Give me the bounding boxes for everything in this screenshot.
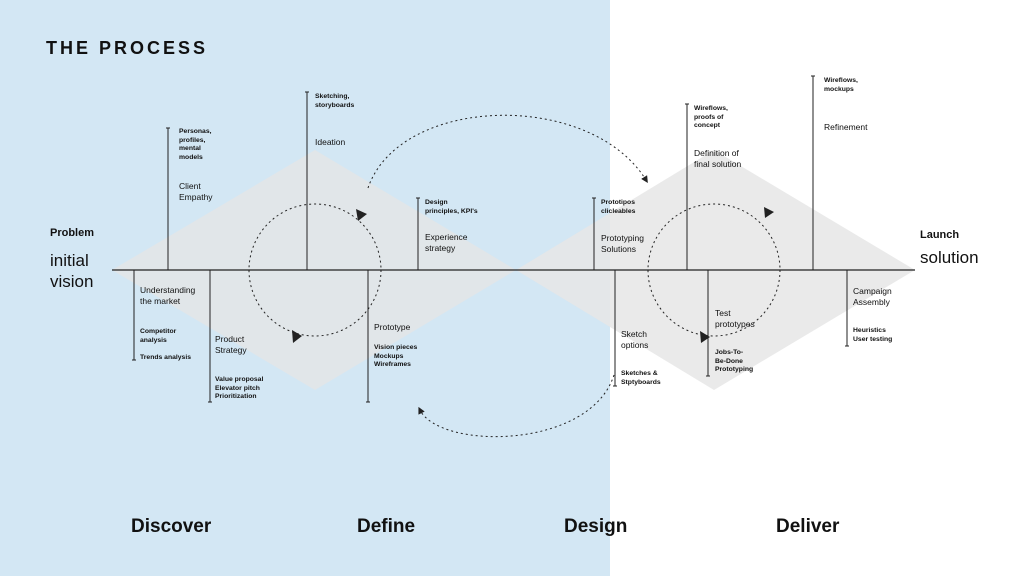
step-details: Jobs-To- Be-Done Prototyping bbox=[715, 349, 754, 373]
deliver-loop bbox=[647, 203, 781, 337]
deliver-loop-arrow-bottom bbox=[700, 331, 710, 343]
big-loop-arc-top bbox=[367, 114, 648, 189]
phase-discover: Discover bbox=[131, 516, 212, 537]
define-loop bbox=[248, 203, 382, 337]
phase-define: Define bbox=[357, 516, 416, 537]
step-label: Prototyping Solutions bbox=[601, 233, 644, 254]
phase-design: Design bbox=[564, 516, 628, 537]
step-label: Sketch options bbox=[621, 329, 649, 350]
start-label: initial vision bbox=[50, 251, 94, 291]
step-details: Heuristics User testing bbox=[853, 327, 893, 343]
step-details: Sketching, storyboards bbox=[315, 93, 355, 109]
step-label: Product Strategy bbox=[215, 334, 247, 355]
step-label: Client Empathy bbox=[179, 181, 213, 202]
step-label: Prototype bbox=[374, 322, 411, 332]
deliver-loop-arrow-top bbox=[764, 207, 774, 218]
step-label: Ideation bbox=[315, 137, 346, 147]
end-heading: Launch bbox=[920, 229, 960, 241]
step-label: Understanding the market bbox=[140, 285, 196, 306]
step-details: Prototipos clicleables bbox=[601, 199, 636, 215]
step-details: Design principles, KPI's bbox=[425, 199, 478, 215]
step-label: Refinement bbox=[824, 122, 868, 132]
step-label: Experience strategy bbox=[425, 232, 468, 253]
start-heading: Problem bbox=[50, 227, 95, 239]
end-label: solution bbox=[920, 248, 979, 267]
page-title: THE PROCESS bbox=[46, 38, 209, 58]
step-details: Value proposal Elevator pitch Prioritiza… bbox=[215, 376, 264, 400]
step-details: Sketches & Stptyboards bbox=[621, 370, 661, 386]
step-details: Wireflows, proofs of concept bbox=[694, 105, 728, 129]
step-label: Definition of final solution bbox=[694, 148, 742, 169]
define-loop-arrow-top bbox=[356, 209, 367, 221]
step-details: Wireflows, mockups bbox=[824, 77, 858, 93]
step-label: Test prototypes bbox=[715, 308, 755, 329]
define-loop-arrow-bottom bbox=[292, 330, 302, 343]
step-details: Competitor analysis Trends analysis bbox=[140, 328, 192, 361]
phase-deliver: Deliver bbox=[776, 516, 840, 537]
step-details: Personas, profiles, mental models bbox=[179, 128, 212, 161]
step-markers bbox=[132, 75, 849, 403]
big-loop-arc-bottom bbox=[418, 374, 615, 438]
step-label: Campaign Assembly bbox=[853, 286, 892, 307]
step-details: Vision pieces Mockups Wireframes bbox=[374, 344, 418, 368]
